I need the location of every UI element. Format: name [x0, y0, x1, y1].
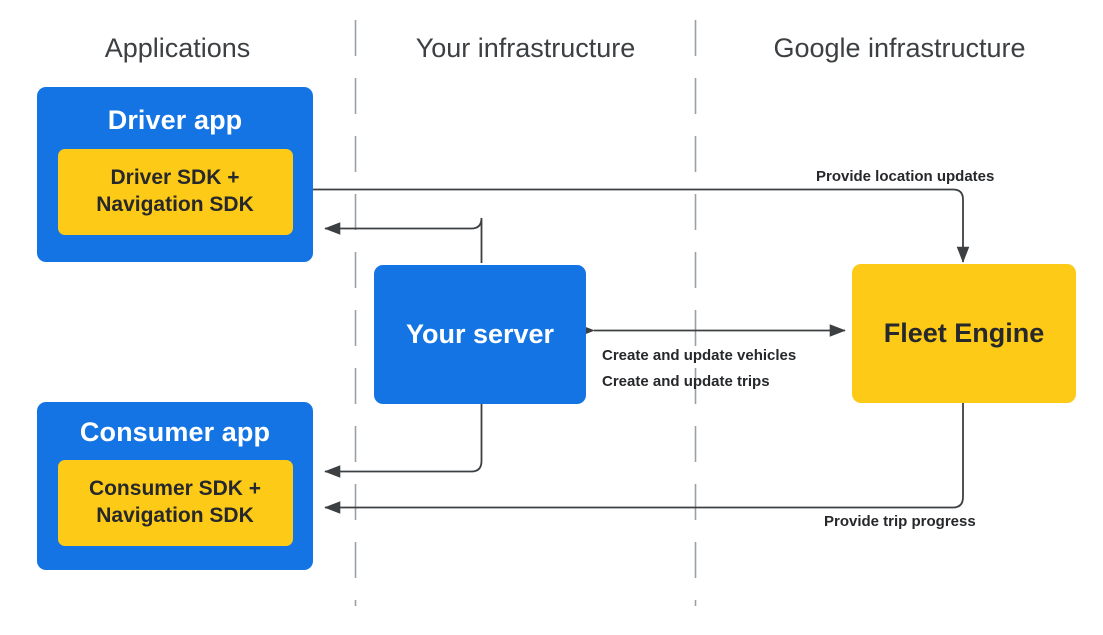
edge-fleet-engine-to-consumer	[324, 403, 964, 514]
column-header-applications: Applications	[104, 33, 251, 63]
consumer-sdk-line-1: Consumer SDK +	[88, 477, 262, 501]
edge-label-location-updates: Provide location updates	[816, 168, 995, 185]
driver-app-title: Driver app	[107, 105, 243, 135]
edge-server-to-consumer	[324, 404, 483, 478]
edge-label-create-update-trips: Create and update trips	[602, 373, 770, 390]
node-driver-sdk[interactable]: Driver SDK + Navigation SDK	[57, 149, 293, 235]
driver-sdk-line-2: Navigation SDK	[96, 193, 254, 216]
column-header-google-infrastructure: Google infrastructure	[773, 33, 1026, 63]
edge-driver-to-fleet-engine	[296, 188, 970, 263]
node-driver-app[interactable]: Driver app Driver SDK + Navigation SDK	[37, 87, 313, 262]
node-consumer-sdk[interactable]: Consumer SDK + Navigation SDK	[57, 460, 293, 546]
column-header-your-infrastructure: Your infrastructure	[415, 33, 636, 63]
edge-server-to-driver	[324, 217, 483, 263]
edge-label-trip-progress: Provide trip progress	[824, 513, 976, 530]
consumer-app-title: Consumer app	[79, 417, 271, 447]
node-consumer-app[interactable]: Consumer app Consumer SDK + Navigation S…	[37, 402, 313, 570]
edge-label-create-update-vehicles: Create and update vehicles	[602, 347, 797, 364]
node-your-server[interactable]: Your server	[374, 265, 586, 404]
node-fleet-engine[interactable]: Fleet Engine	[852, 264, 1076, 403]
driver-sdk-line-1: Driver SDK +	[110, 166, 240, 190]
consumer-sdk-line-2: Navigation SDK	[96, 504, 254, 527]
